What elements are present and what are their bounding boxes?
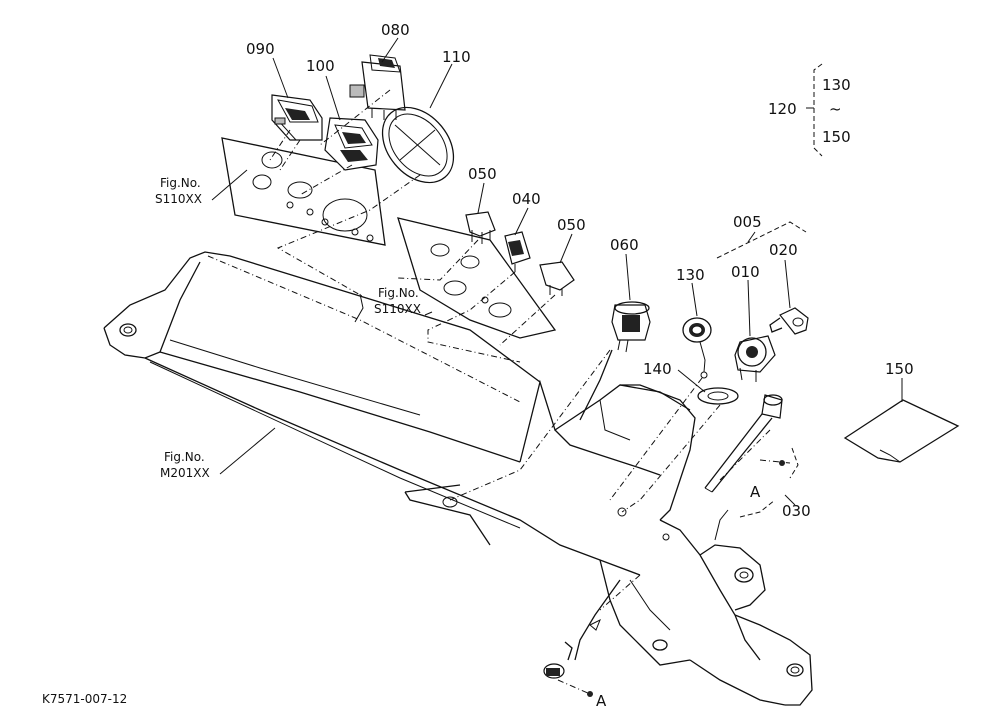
fig-ref-3-line2: M201XX (160, 466, 210, 480)
part-010-key-switch (734, 335, 776, 382)
marker-a-top: A (750, 483, 761, 501)
label-100: 100 (306, 57, 335, 75)
label-005: 005 (733, 213, 762, 231)
label-150-card: 150 (885, 360, 914, 378)
dashboard-panel (103, 251, 813, 706)
label-110: 110 (442, 48, 471, 66)
part-030-cable (543, 394, 783, 679)
fig-ref-2-line2: S110XX (374, 302, 421, 316)
marker-a-bottom: A (596, 692, 607, 710)
label-130: 130 (676, 266, 705, 284)
fig-ref-1-line1: Fig.No. (160, 176, 201, 190)
part-060-socket (579, 301, 651, 421)
fig-ref-2-line1: Fig.No. (378, 286, 419, 300)
part-labels: 090 080 100 110 050 040 050 060 130 010 … (42, 21, 914, 710)
label-140: 140 (643, 360, 672, 378)
switch-gasket (397, 217, 557, 339)
part-100-meter (324, 117, 379, 171)
part-140-nut (697, 387, 739, 405)
part-040-switch (504, 231, 531, 272)
label-030: 030 (782, 502, 811, 520)
label-050a: 050 (468, 165, 497, 183)
leader-lines (207, 37, 903, 697)
label-010: 010 (731, 263, 760, 281)
label-130-range: 130 (822, 76, 851, 94)
document-code: K7571-007-12 (42, 692, 127, 706)
part-080-connector (349, 54, 406, 120)
label-080: 080 (381, 21, 410, 39)
part-090-meter (271, 94, 323, 141)
label-060: 060 (610, 236, 639, 254)
label-040: 040 (512, 190, 541, 208)
label-120: 120 (768, 100, 797, 118)
part-130-ring (682, 317, 712, 379)
part-050b-switch (539, 261, 575, 296)
fig-ref-1-line2: S110XX (155, 192, 202, 206)
part-110-cover (381, 106, 455, 184)
label-050b: 050 (557, 216, 586, 234)
part-020-key (769, 307, 809, 335)
part-050a-switch (465, 211, 496, 244)
label-range-sep: ~ (829, 100, 842, 118)
meter-gasket (221, 137, 386, 246)
label-150-range: 150 (822, 128, 851, 146)
label-090: 090 (246, 40, 275, 58)
label-020: 020 (769, 241, 798, 259)
part-150-card (843, 399, 960, 463)
fig-ref-3-line1: Fig.No. (164, 450, 205, 464)
